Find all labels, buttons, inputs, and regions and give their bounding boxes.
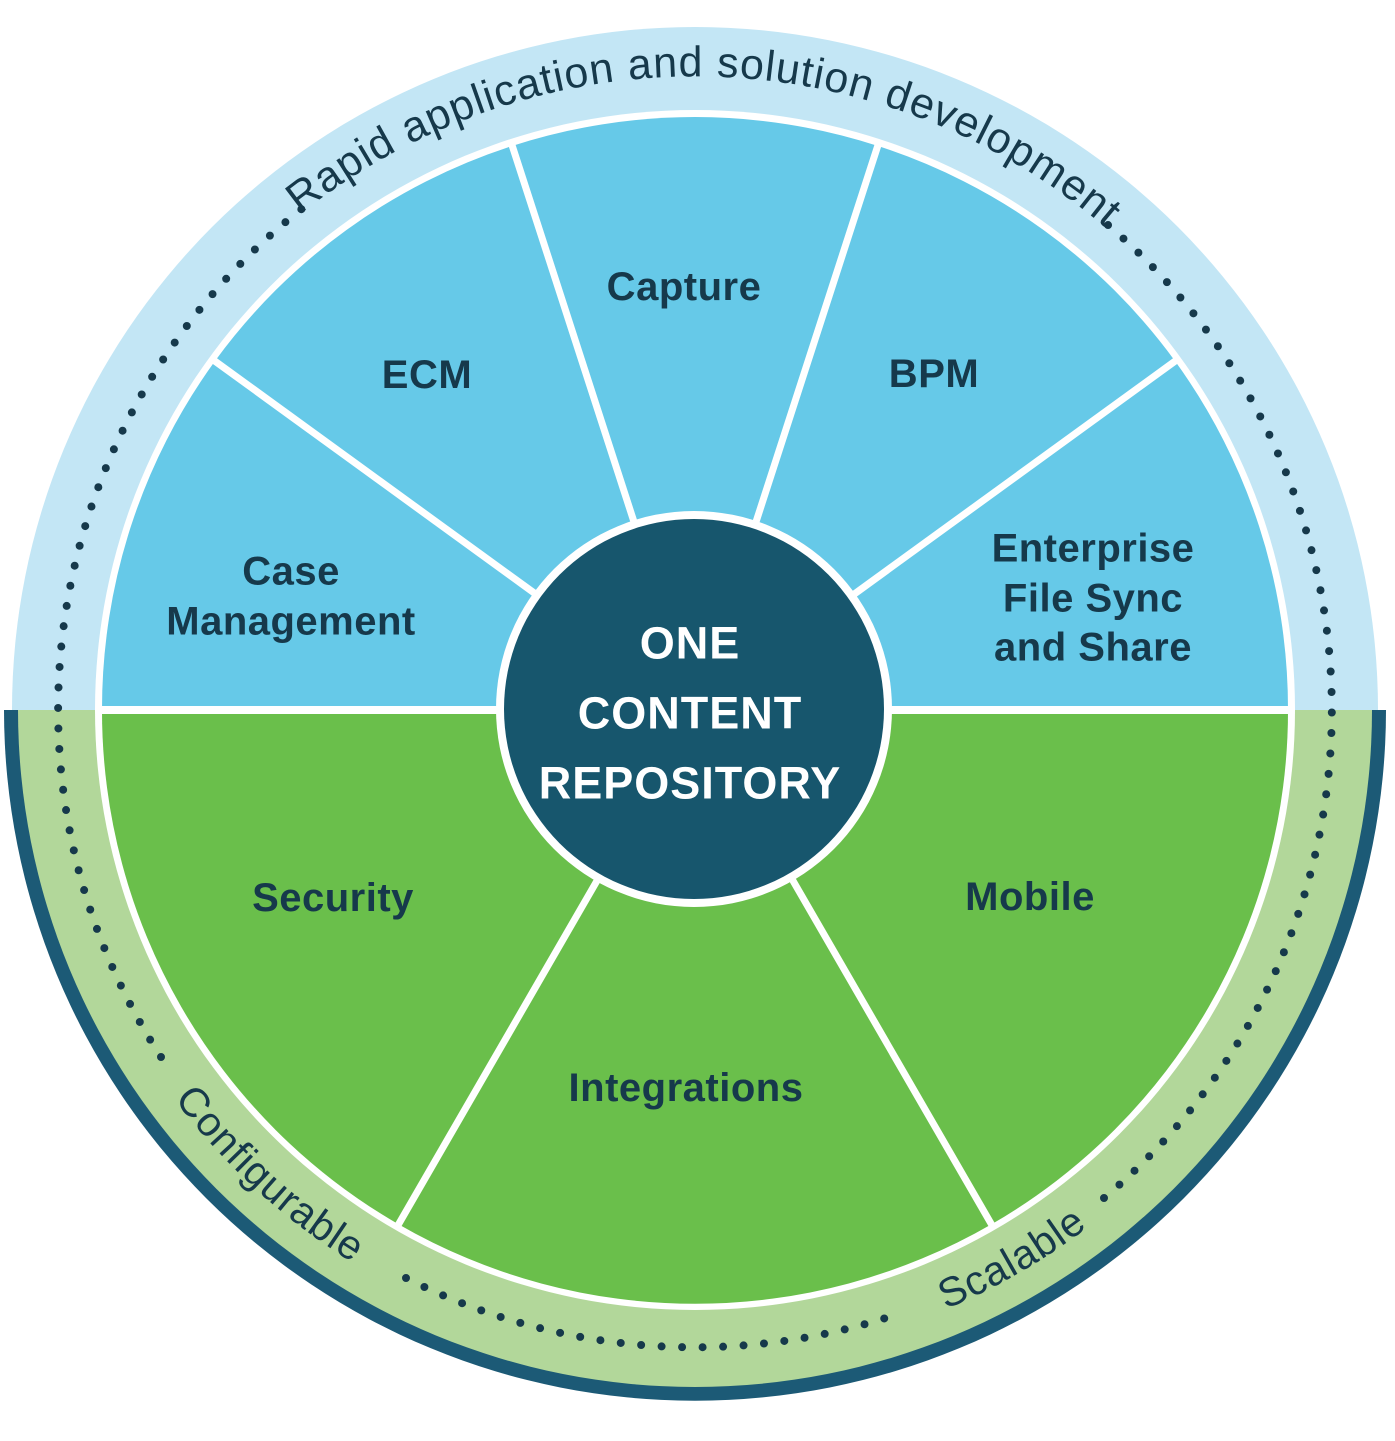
label-bpm: BPM — [888, 352, 980, 397]
label-efss: Enterprise File Sync and Share — [991, 526, 1195, 670]
separator-240 — [393, 877, 602, 1229]
label-case-management: Case Management — [166, 549, 416, 643]
label-security: Security — [252, 876, 414, 921]
separator-144 — [209, 356, 540, 598]
dotted-arc-bottom — [402, 1274, 896, 1352]
label-ecm: ECM — [381, 353, 473, 398]
segment-capture — [512, 117, 878, 711]
separator-36 — [850, 356, 1181, 598]
separator-108 — [507, 140, 639, 527]
label-mobile: Mobile — [965, 875, 1095, 920]
center-hub-label: ONE CONTENT REPOSITORY — [538, 617, 842, 808]
label-integrations: Integrations — [568, 1066, 804, 1111]
separator-300 — [788, 877, 997, 1229]
dotted-arc-left — [54, 197, 316, 1061]
segment-integrations — [398, 710, 992, 1304]
center-hub — [504, 519, 884, 899]
separator-72 — [751, 140, 883, 527]
label-capture: Capture — [606, 265, 762, 310]
